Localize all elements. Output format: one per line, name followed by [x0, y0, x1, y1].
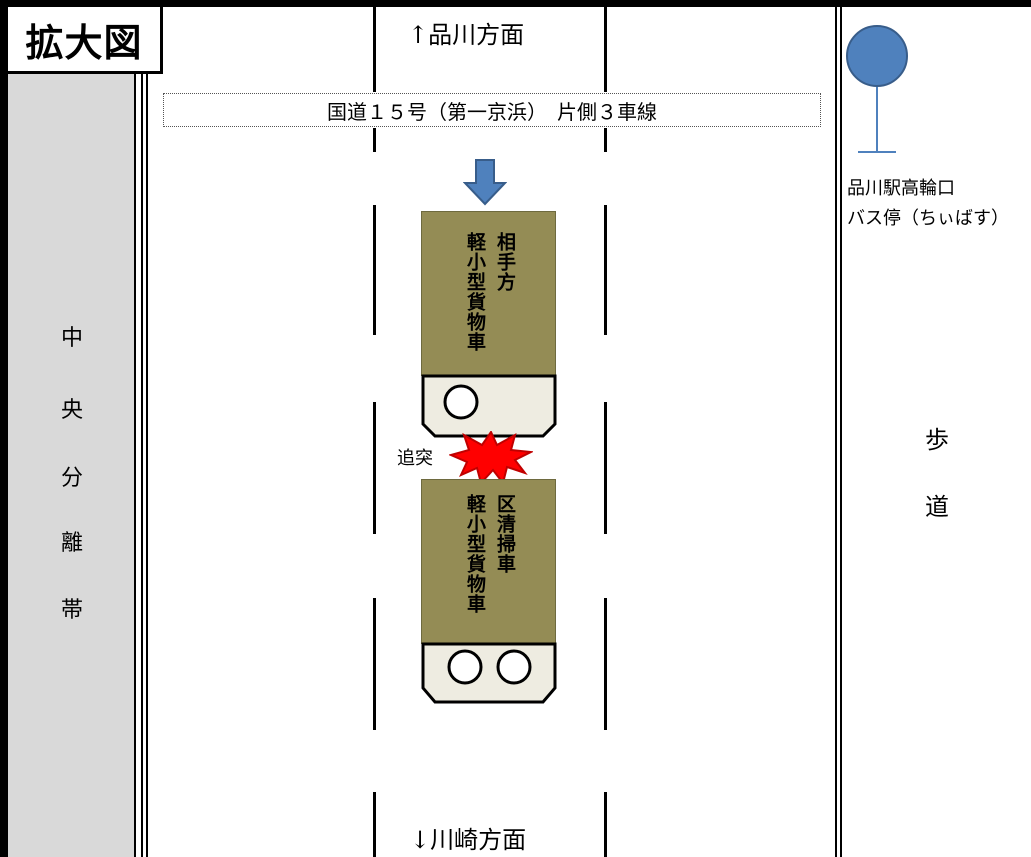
- collision-label: 追突: [397, 448, 433, 469]
- lane-dash: [604, 205, 607, 335]
- diagram-title: 拡大図: [8, 7, 163, 74]
- lane-dash: [373, 792, 376, 857]
- rear-vehicle-owner-label: 区清掃車: [494, 494, 516, 574]
- lane-dash: [373, 7, 376, 92]
- bus-stop-name-label: 品川駅高輪口: [847, 178, 955, 199]
- road-edge-line: [835, 7, 837, 857]
- lane-dash: [373, 128, 376, 152]
- lane-dash: [604, 402, 607, 534]
- bus-stop-sign-icon: [846, 25, 908, 153]
- lane-dash: [604, 128, 607, 152]
- lane-dash: [373, 205, 376, 335]
- frame-top-border: [0, 0, 1031, 7]
- median-char: 離: [60, 531, 83, 556]
- front-vehicle-cargo: 相手方 軽小型貨物車: [421, 211, 556, 376]
- sidewalk-char: 歩: [925, 426, 949, 454]
- median-char: 中: [60, 326, 83, 351]
- rear-vehicle-cab: [421, 642, 557, 704]
- lane-dash: [373, 402, 376, 534]
- median-char: 分: [60, 466, 83, 491]
- travel-direction-arrow-icon: [463, 159, 507, 206]
- front-vehicle-owner-label: 相手方: [494, 232, 516, 292]
- sidewalk-char: 道: [925, 493, 949, 521]
- median-edge-line: [141, 7, 143, 857]
- rear-vehicle-cargo: 区清掃車 軽小型貨物車: [421, 479, 556, 644]
- front-vehicle-type-label: 軽小型貨物車: [464, 232, 486, 352]
- front-vehicle-cab: [421, 374, 557, 438]
- lane-dash: [604, 598, 607, 730]
- median-strip: [8, 74, 136, 857]
- median-char: 央: [60, 398, 83, 423]
- frame-left-border: [0, 0, 8, 857]
- bus-stop-type-label: バス停（ちぃばす）: [847, 208, 1009, 229]
- direction-north-label: ↑品川方面: [406, 15, 527, 50]
- collision-burst-icon: [449, 431, 533, 485]
- median-edge-line: [146, 7, 148, 857]
- route-label: 国道１５号（第一京浜） 片側３車線: [163, 93, 821, 127]
- lane-dash: [604, 792, 607, 857]
- rear-vehicle-type-label: 軽小型貨物車: [464, 494, 486, 614]
- median-char: 帯: [60, 598, 83, 623]
- lane-dash: [604, 7, 607, 92]
- lane-dash: [373, 598, 376, 730]
- direction-south-label: ↓川崎方面: [408, 820, 529, 855]
- road-edge-line: [840, 7, 842, 857]
